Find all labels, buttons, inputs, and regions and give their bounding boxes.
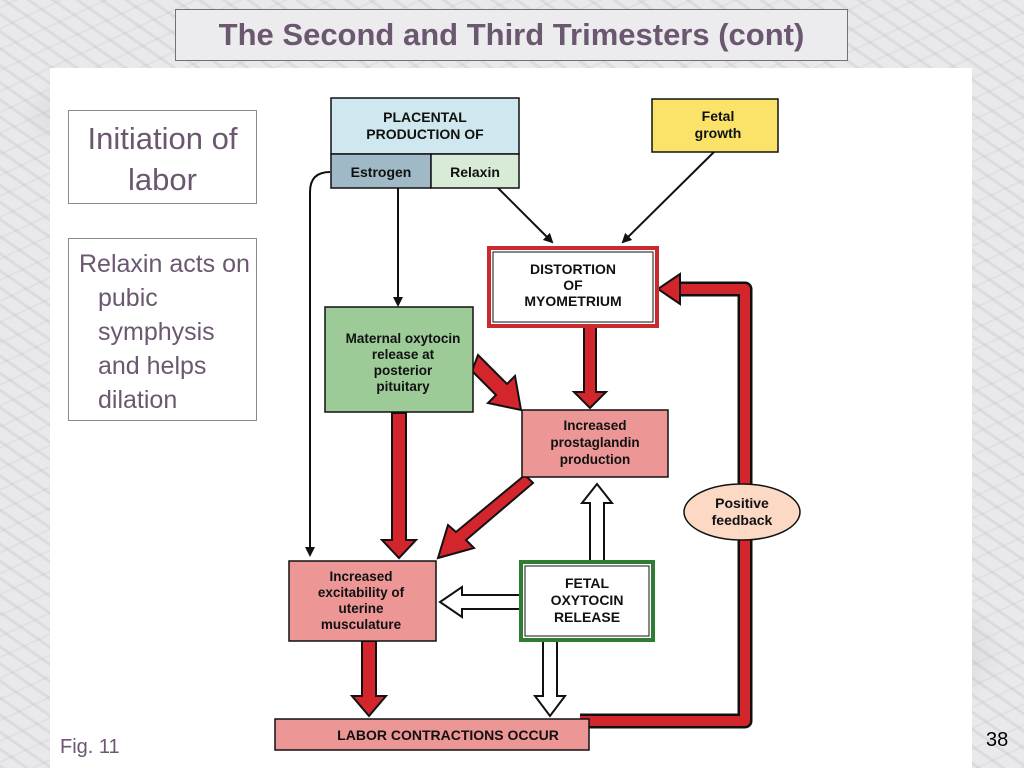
fetal-oxytocin-box: FETAL OXYTOCIN RELEASE xyxy=(519,560,655,642)
prostaglandin-box: Increased prostaglandin production xyxy=(521,409,669,478)
distortion-line2: OF xyxy=(563,277,583,293)
estrogen-to-excitability-connector xyxy=(305,171,331,557)
distortion-line3: MYOMETRIUM xyxy=(524,293,621,309)
fetal-growth-line1: Fetal xyxy=(702,108,735,124)
positive-feedback-oval: Positive feedback xyxy=(683,483,801,541)
placental-production-box: PLACENTAL PRODUCTION OF Estrogen Relaxin xyxy=(330,97,520,189)
fetal-growth-line2: growth xyxy=(695,125,742,141)
fetal-oxytocin-line2: OXYTOCIN xyxy=(551,592,624,608)
prostaglandin-to-excitability-arrow xyxy=(436,473,535,560)
maternal-to-prostaglandin-arrow xyxy=(470,353,523,412)
maternal-line4: pituitary xyxy=(376,379,430,394)
maternal-line3: posterior xyxy=(374,363,433,378)
excitability-box: Increased excitability of uterine muscul… xyxy=(288,560,437,642)
placental-header-line1: PLACENTAL xyxy=(383,109,467,125)
maternal-line2: release at xyxy=(372,347,435,362)
fetal-oxytocin-line3: RELEASE xyxy=(554,609,620,625)
excitability-line1: Increased xyxy=(329,569,392,584)
placental-header-line2: PRODUCTION OF xyxy=(366,126,484,142)
distortion-of-myometrium-box: DISTORTION OF MYOMETRIUM xyxy=(487,246,659,328)
excitability-line2: excitability of xyxy=(318,585,405,600)
slide-title: The Second and Third Trimesters (cont) xyxy=(175,9,848,61)
prostaglandin-line3: production xyxy=(560,452,631,467)
relaxin-note-text: Relaxin acts on pubic symphysis and help… xyxy=(79,250,250,414)
figure-label: Fig. 11 xyxy=(60,736,120,758)
positive-line1: Positive xyxy=(715,495,769,511)
relaxin-to-distortion-connector xyxy=(497,187,554,244)
relaxin-label: Relaxin xyxy=(450,164,500,180)
prostaglandin-line2: prostaglandin xyxy=(550,435,639,450)
positive-line2: feedback xyxy=(712,512,773,528)
labor-contractions-box: LABOR CONTRACTIONS OCCUR xyxy=(274,718,590,751)
excitability-to-labor-arrow xyxy=(349,640,389,718)
fetal-oxytocin-to-excitability-arrow xyxy=(438,585,523,619)
initiation-of-labor-box: Initiation of labor xyxy=(68,110,257,204)
estrogen-box xyxy=(330,153,432,189)
labor-label: LABOR CONTRACTIONS OCCUR xyxy=(337,727,559,743)
distortion-to-prostaglandin-arrow xyxy=(571,326,609,410)
fetal-growth-box: Fetal growth xyxy=(651,98,779,153)
relaxin-box xyxy=(430,153,520,189)
distortion-line1: DISTORTION xyxy=(530,261,616,277)
maternal-to-excitability-arrow xyxy=(379,412,419,560)
fetal-oxytocin-to-labor-arrow xyxy=(533,640,567,718)
maternal-line1: Maternal oxytocin xyxy=(346,331,461,346)
maternal-oxytocin-box: Maternal oxytocin release at posterior p… xyxy=(324,306,474,413)
fetal-oxytocin-line1: FETAL xyxy=(565,575,610,591)
excitability-line3: uterine xyxy=(338,601,384,616)
prostaglandin-line1: Increased xyxy=(563,418,626,433)
page-number: 38 xyxy=(986,729,1009,751)
estrogen-label: Estrogen xyxy=(351,164,412,180)
fetal-growth-to-distortion-connector xyxy=(621,149,717,244)
fetal-oxytocin-to-prostaglandin-arrow xyxy=(579,482,615,563)
excitability-line4: musculature xyxy=(321,617,402,632)
relaxin-note-box: Relaxin acts on pubic symphysis and help… xyxy=(68,238,257,421)
